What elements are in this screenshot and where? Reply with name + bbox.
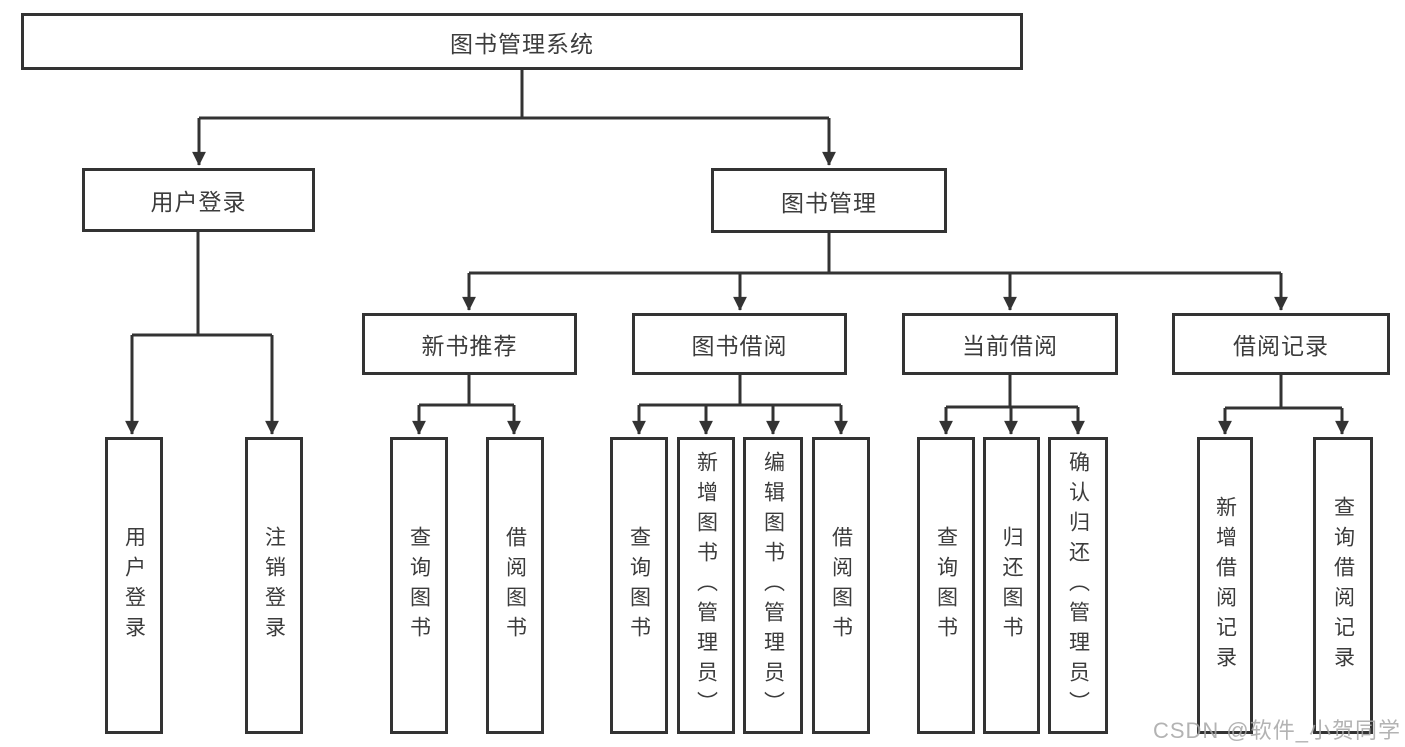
node-current-borrowing: 当前借阅	[902, 313, 1118, 375]
node-logout-action: 注销登录	[245, 437, 303, 734]
node-return-books: 归还图书	[983, 437, 1040, 734]
csdn-watermark: CSDN @软件_小贺同学	[1152, 718, 1401, 743]
node-borrow-books-borrowing: 借阅图书	[812, 437, 870, 734]
node-user-login: 用户登录	[82, 168, 315, 232]
node-add-borrow-record: 新增借阅记录	[1197, 437, 1253, 734]
node-query-books-borrowing: 查询图书	[610, 437, 668, 734]
node-query-borrow-record: 查询借阅记录	[1313, 437, 1373, 734]
node-user-login-action: 用户登录	[105, 437, 163, 734]
node-book-management: 图书管理	[711, 168, 947, 233]
node-library-management-system: 图书管理系统	[21, 13, 1023, 70]
node-confirm-return-admin: 确认归还（管理员）	[1048, 437, 1108, 734]
node-borrow-books-recommend: 借阅图书	[486, 437, 544, 734]
node-edit-books-admin: 编辑图书（管理员）	[743, 437, 803, 734]
node-query-books-recommend: 查询图书	[390, 437, 448, 734]
node-new-book-recommendation: 新书推荐	[362, 313, 577, 375]
node-borrowing-records: 借阅记录	[1172, 313, 1390, 375]
connector-arrows	[125, 118, 1349, 435]
node-add-books-admin: 新增图书（管理员）	[677, 437, 735, 734]
node-query-books-current: 查询图书	[917, 437, 975, 734]
node-book-borrowing: 图书借阅	[632, 313, 847, 375]
